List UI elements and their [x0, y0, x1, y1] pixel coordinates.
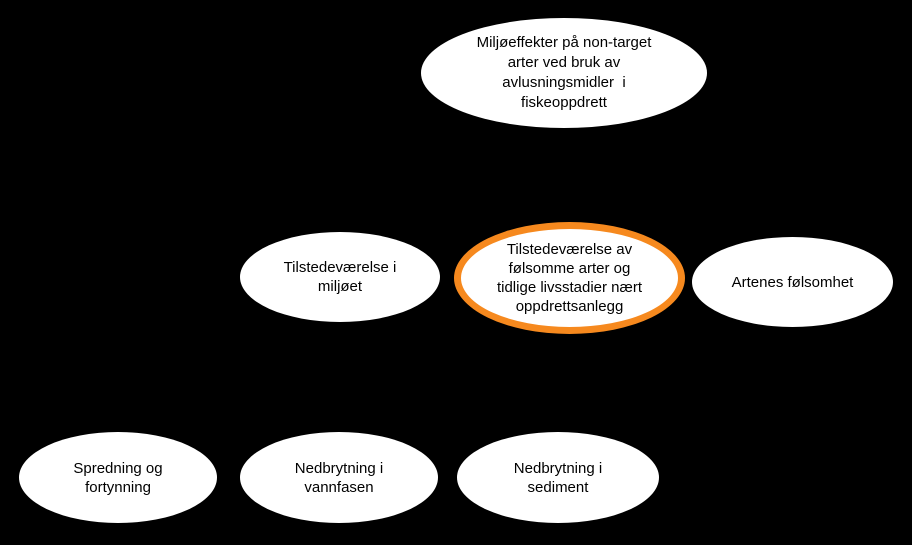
node-root-label: Miljøeffekter på non-target arter ved br…: [476, 34, 652, 111]
node-degradation-sediment-label: Nedbrytning i sediment: [513, 459, 603, 496]
node-degradation-water-ellipse: Nedbrytning i vannfasen: [240, 432, 438, 523]
node-degradation-sediment-ellipse: Nedbrytning i sediment: [457, 432, 659, 523]
node-root-ellipse: Miljøeffekter på non-target arter ved br…: [421, 18, 707, 128]
node-presence-environment-ellipse: Tilstedeværelse i miljøet: [240, 232, 440, 322]
node-spreading-dilution-ellipse: Spredning og fortynning: [19, 432, 217, 523]
node-species-sensitivity-ellipse: Artenes følsomhet: [692, 237, 893, 327]
node-presence-environment-label: Tilstedeværelse i miljøet: [283, 259, 397, 295]
node-species-sensitivity-label: Artenes følsomhet: [731, 273, 854, 291]
node-presence-sensitive-species-ellipse-highlighted: Tilstedeværelse av følsomme arter og tid…: [454, 222, 685, 334]
node-degradation-water-label: Nedbrytning i vannfasen: [294, 459, 384, 496]
node-spreading-dilution-label: Spredning og fortynning: [73, 459, 163, 496]
node-presence-sensitive-species-label: Tilstedeværelse av følsomme arter og tid…: [496, 241, 643, 315]
